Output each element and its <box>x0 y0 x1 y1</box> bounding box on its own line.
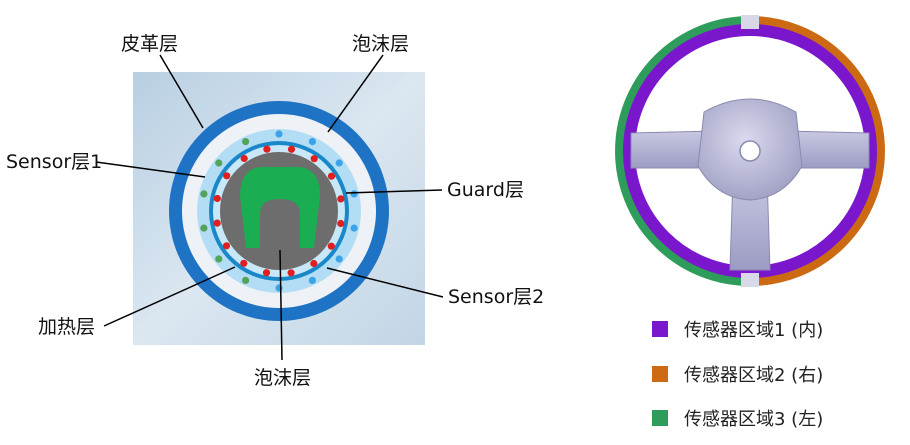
legend-swatch-zone-1 <box>652 321 668 337</box>
label-guard-layer: Guard层 <box>447 179 524 201</box>
sensor1-dot <box>222 242 231 250</box>
sensor2-dot <box>308 138 316 146</box>
sensor-zone-1-inner-ring <box>623 24 877 278</box>
sensor2-dot <box>335 255 343 263</box>
sensor2-dot <box>215 159 223 167</box>
legend-item-zone-2: 传感器区域2 (右) <box>652 361 823 387</box>
sensor1-dots <box>213 145 345 277</box>
sensor1-dot <box>327 242 335 250</box>
leader-sensor1 <box>95 161 206 178</box>
sensor1-dot <box>262 269 271 277</box>
legend-label-zone-1: 传感器区域1 (内) <box>684 320 824 341</box>
legend-swatch-zone-3 <box>652 410 668 426</box>
leader-foam-bottom <box>279 249 283 361</box>
legend-swatch-zone-2 <box>652 366 668 382</box>
sensor1-dot <box>337 219 345 228</box>
sensor1-dot <box>310 155 318 163</box>
sensor-zone-3-left-arc <box>615 16 751 286</box>
label-sensor-layer-2: Sensor层2 <box>448 286 545 308</box>
sensor1-dot <box>240 154 248 163</box>
cross-section-figure <box>133 72 425 345</box>
label-foam-layer-top: 泡沫层 <box>352 33 410 55</box>
sensor1-dot <box>310 259 318 268</box>
label-foam-layer-bottom: 泡沫层 <box>254 367 312 389</box>
sensor2-dot <box>275 284 283 292</box>
sensor2-dot <box>275 130 283 138</box>
sensor1-dot <box>223 172 231 180</box>
sensor1-dot <box>337 195 345 203</box>
sensor1-dot <box>213 219 221 227</box>
sensor1-dot <box>287 145 296 153</box>
sensor2-dot <box>242 138 250 146</box>
label-leather-layer: 皮革层 <box>121 33 179 55</box>
bottom-separator <box>741 273 759 287</box>
leader-lines <box>95 54 444 361</box>
leader-foam-top <box>327 54 384 133</box>
sensor1-dot <box>327 172 336 180</box>
leader-sensor2 <box>326 267 444 298</box>
sensor-zone-2-right-arc <box>749 16 885 286</box>
sensor2-dot <box>242 276 250 284</box>
legend-item-zone-1: 传感器区域1 (内) <box>652 316 823 342</box>
sensor2-dot <box>350 224 358 232</box>
sensor2-dot <box>200 224 208 232</box>
legend-label-zone-3: 传感器区域3 (左) <box>684 409 824 430</box>
leader-leather <box>159 54 204 129</box>
sensor1-dot <box>213 194 221 203</box>
sensor2-dot <box>215 255 223 263</box>
sensor1-dot <box>240 259 248 267</box>
hub-center-hole <box>739 140 761 162</box>
sensor2-dot <box>308 276 316 284</box>
leader-heating <box>103 266 236 327</box>
legend-label-zone-2: 传感器区域2 (右) <box>684 365 824 386</box>
label-sensor-layer-1: Sensor层1 <box>6 151 103 173</box>
sensor1-dot <box>263 145 271 153</box>
steering-wheel <box>615 15 885 287</box>
leader-guard <box>345 189 443 194</box>
top-separator <box>741 15 759 29</box>
heating-core-shape <box>240 167 320 248</box>
sensor2-dot <box>200 190 208 198</box>
legend-item-zone-3: 传感器区域3 (左) <box>652 405 823 431</box>
label-heating-layer: 加热层 <box>38 316 96 338</box>
sensor1-dot <box>287 269 295 277</box>
sensor2-dot <box>335 159 343 167</box>
sensor2-dot <box>350 190 358 198</box>
